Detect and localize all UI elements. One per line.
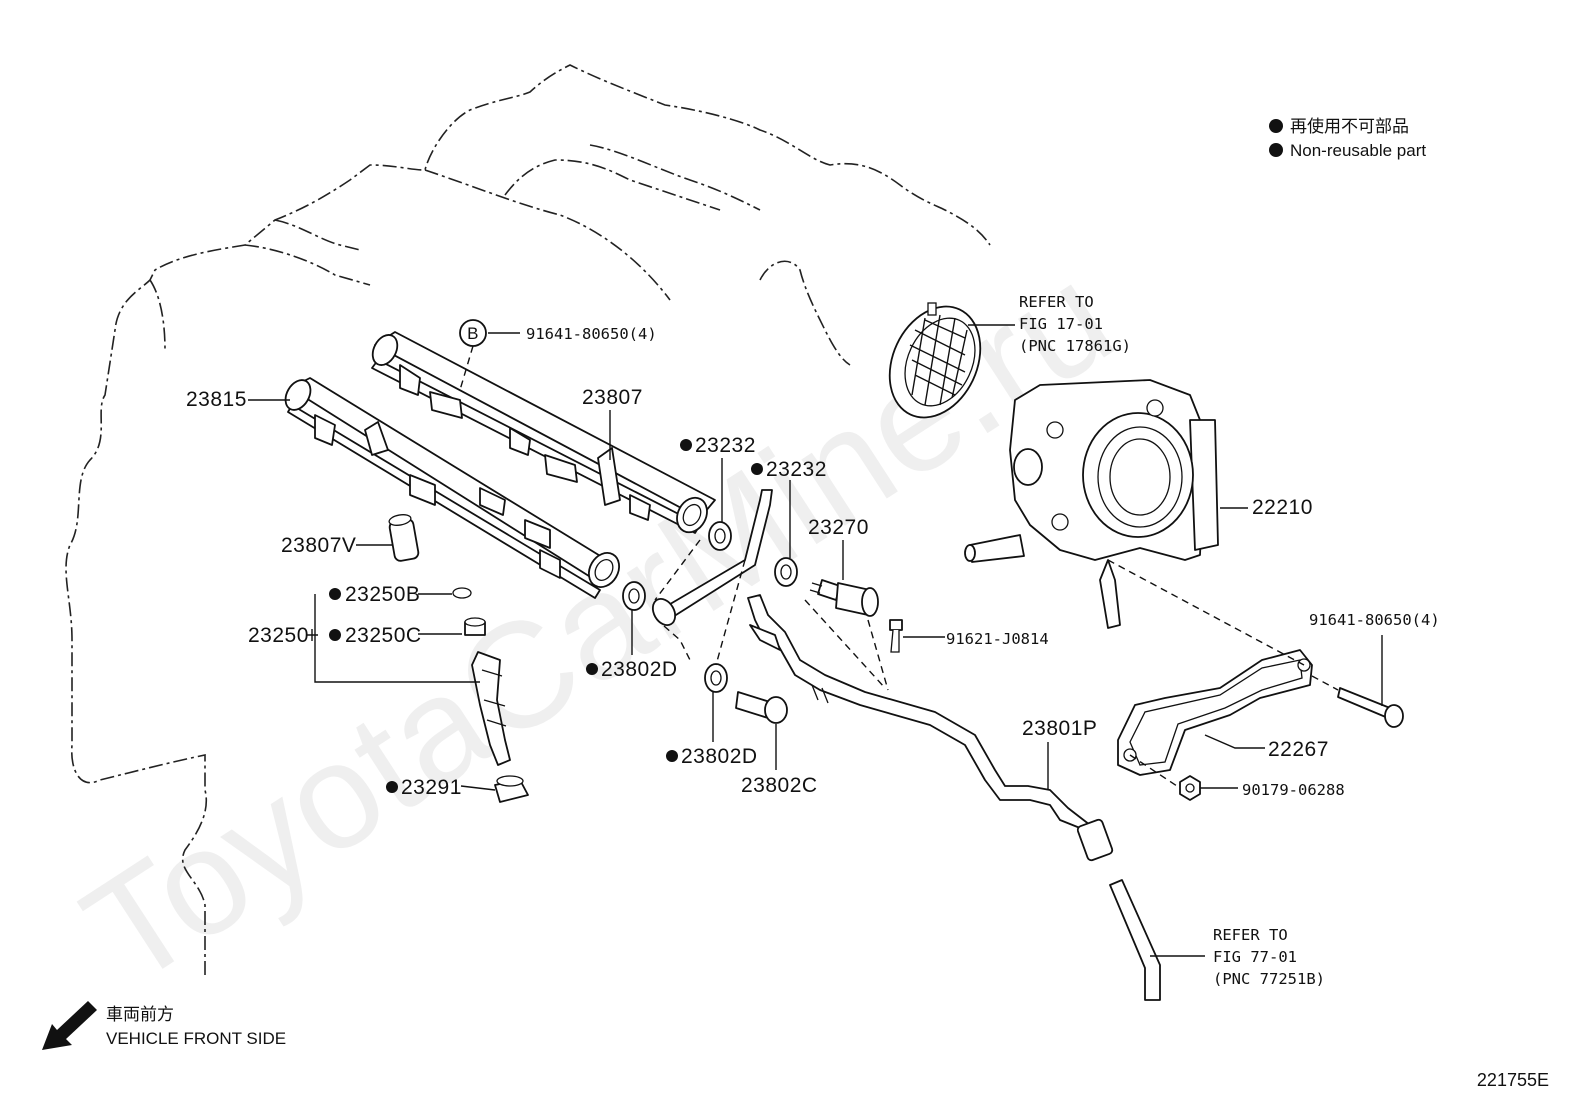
legend-en: Non-reusable part [1290,141,1426,160]
non-reusable-bullet-icon [1269,119,1283,133]
vehicle-front-jp: 車両前方 [106,1005,174,1024]
label-ref1-line3: (PNC 17861G) [1019,337,1131,355]
intake-screen [888,302,982,419]
label-23291: 23291 [401,776,462,799]
b-marker-letter: B [467,324,479,343]
engine-outline [65,64,991,975]
non-reusable-mark-icon [680,439,692,451]
union-bolt-23802C [735,691,788,724]
legend: 再使用不可部品 Non-reusable part [1269,116,1426,160]
label-91641-top: 91641-80650(4) [526,325,657,343]
nut-90179 [1179,775,1201,801]
part-labels: 91641-80650(4) 23815 23807 23232 23232 2… [186,293,1440,988]
label-23807: 23807 [582,386,643,409]
bolt-91641-right [1337,687,1404,728]
label-23802C: 23802C [741,774,818,797]
b-marker: B [459,319,487,347]
pipe-to-fig-77 [1109,879,1161,1001]
label-91621: 91621-J0814 [946,630,1049,648]
label-23801P: 23801P [1022,717,1097,740]
label-ref2-line2: FIG 77-01 [1213,948,1297,966]
label-23807V: 23807V [281,534,356,557]
throttle-body-22210 [964,379,1219,629]
pulsation-damper-23270 [809,579,879,617]
leader-lines [248,324,1383,957]
label-23802D-a: 23802D [601,658,678,681]
non-reusable-mark-icon [666,750,678,762]
fuel-rail-23815 [284,377,620,599]
label-ref2-line1: REFER TO [1213,926,1288,944]
label-ref1-line2: FIG 17-01 [1019,315,1103,333]
label-22210: 22210 [1252,496,1313,519]
label-23270: 23270 [808,516,869,539]
legend-jp: 再使用不可部品 [1290,116,1409,136]
label-ref1-line1: REFER TO [1019,293,1094,311]
label-90179: 90179-06288 [1242,781,1345,799]
injector-23250 [452,587,529,803]
label-23802D-b: 23802D [681,745,758,768]
label-23232-a: 23232 [695,434,756,457]
label-23250B: 23250B [345,583,420,606]
label-23250: 23250 [248,624,309,647]
non-reusable-mark-icon [329,588,341,600]
label-91641-right: 91641-80650(4) [1309,611,1440,629]
seals [622,521,798,693]
label-ref2-line3: (PNC 77251B) [1213,970,1325,988]
label-22267: 22267 [1268,738,1329,761]
front-arrow-icon [42,1001,97,1050]
label-23250C: 23250C [345,624,422,647]
non-reusable-bullet-icon [1269,143,1283,157]
vehicle-front-en: VEHICLE FRONT SIDE [106,1029,286,1048]
non-reusable-mark-icon [586,663,598,675]
fuel-rail-23807 [371,331,716,534]
non-reusable-mark-icon [329,629,341,641]
vehicle-front-indicator: 車両前方 VEHICLE FRONT SIDE [42,1001,286,1050]
fuel-tube [651,489,773,627]
label-23232-b: 23232 [766,458,827,481]
figure-id: 221755E [1477,1070,1549,1090]
fuel-pipe-23801P [747,594,1114,862]
bolt-91621 [889,619,903,653]
part-23807V-plug [388,514,420,562]
non-reusable-mark-icon [386,781,398,793]
label-23815: 23815 [186,388,247,411]
non-reusable-mark-icon [751,463,763,475]
